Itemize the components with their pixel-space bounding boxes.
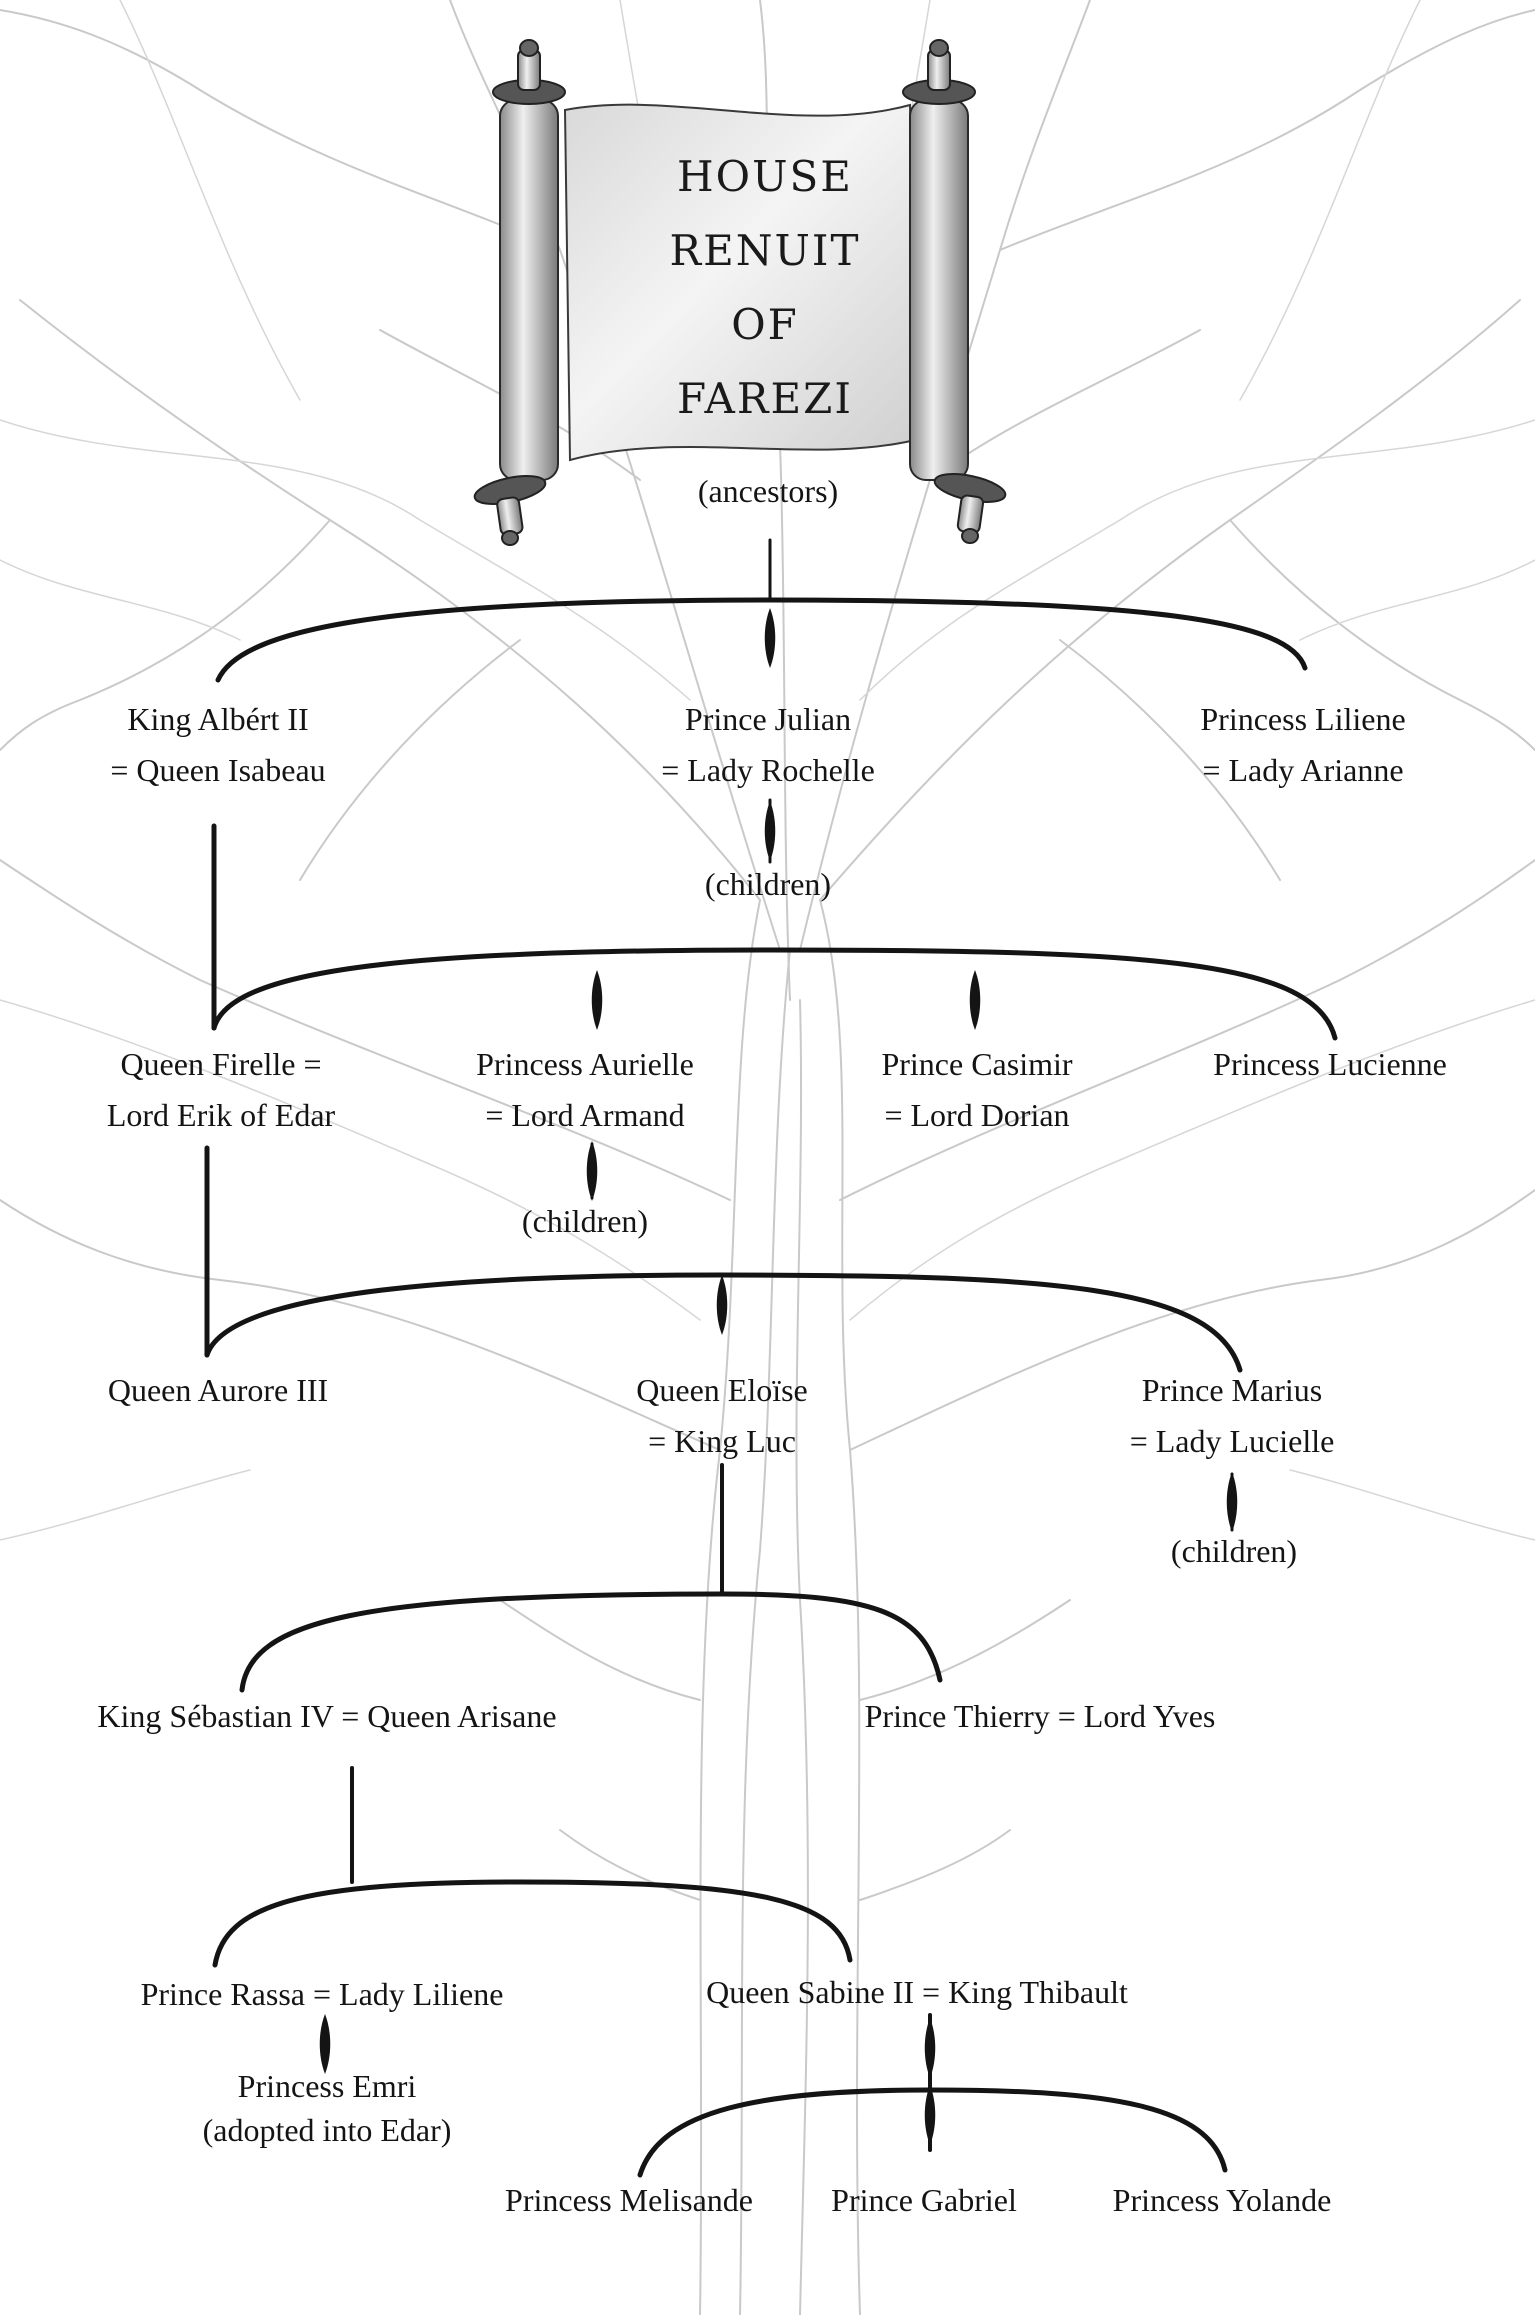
node-prince-casimir-line-2: = Lord Dorian bbox=[884, 1097, 1070, 1133]
node-princess-liliene-line-2: = Lady Arianne bbox=[1202, 752, 1404, 788]
node-queen-firelle-line-2: Lord Erik of Edar bbox=[106, 1097, 336, 1133]
node-princess-yolande: Princess Yolande bbox=[1113, 2175, 1332, 2226]
node-prince-casimir-line-1: Prince Casimir bbox=[881, 1046, 1073, 1082]
node-princess-melisande-line-1: Princess Melisande bbox=[505, 2182, 753, 2218]
title-line-1: HOUSE bbox=[677, 152, 853, 201]
node-prince-gabriel-line-1: Prince Gabriel bbox=[831, 2182, 1017, 2218]
node-queen-aurore: Queen Aurore III bbox=[108, 1365, 328, 1416]
title-line-2: RENUIT bbox=[669, 226, 861, 275]
node-julian-children: (children) bbox=[705, 859, 831, 910]
bracket-gen4 bbox=[239, 1591, 943, 1693]
node-ancestors: (ancestors) bbox=[698, 466, 838, 517]
node-prince-rassa-line-1: Prince Rassa = Lady Liliene bbox=[140, 1976, 504, 2012]
node-prince-casimir: Prince Casimir = Lord Dorian bbox=[881, 1039, 1072, 1141]
node-prince-marius-line-2: = Lady Lucielle bbox=[1129, 1423, 1335, 1459]
node-ancestors-line-1: (ancestors) bbox=[697, 473, 839, 509]
node-marius-children: (children) bbox=[1171, 1526, 1297, 1577]
node-princess-emri-line-1: Princess Emri bbox=[237, 2068, 417, 2104]
node-princess-lucienne: Princess Lucienne bbox=[1213, 1039, 1447, 1090]
node-prince-thierry-line-1: Prince Thierry = Lord Yves bbox=[864, 1698, 1216, 1734]
bracket-gen3 bbox=[204, 1272, 1243, 1373]
node-princess-aurielle-line-2: = Lord Armand bbox=[485, 1097, 685, 1133]
node-queen-firelle-line-1: Queen Firelle = bbox=[120, 1046, 322, 1082]
node-prince-gabriel: Prince Gabriel bbox=[831, 2175, 1017, 2226]
bracket-gen2 bbox=[211, 947, 1338, 1041]
node-princess-yolande-line-1: Princess Yolande bbox=[1112, 2182, 1332, 2218]
node-prince-julian-line-2: = Lady Rochelle bbox=[661, 752, 875, 788]
title-line-4: FAREZI bbox=[677, 374, 853, 423]
node-queen-eloise: Queen Eloïse = King Luc bbox=[636, 1365, 808, 1467]
node-princess-emri: Princess Emri (adopted into Edar) bbox=[203, 2064, 452, 2152]
node-princess-liliene: Princess Liliene = Lady Arianne bbox=[1200, 694, 1405, 796]
scroll-title: HOUSE RENUIT OF FAREZI bbox=[645, 140, 885, 436]
node-queen-sabine: Queen Sabine II = King Thibault bbox=[706, 1967, 1128, 2018]
node-princess-melisande: Princess Melisande bbox=[505, 2175, 753, 2226]
left-scroll-roll bbox=[473, 39, 566, 546]
node-prince-marius: Prince Marius = Lady Lucielle bbox=[1130, 1365, 1335, 1467]
node-princess-aurielle-line-1: Princess Aurielle bbox=[476, 1046, 694, 1082]
node-marius-children-line-1: (children) bbox=[1170, 1533, 1298, 1569]
node-king-albert: King Albért II = Queen Isabeau bbox=[110, 694, 325, 796]
node-julian-children-line-1: (children) bbox=[704, 866, 832, 902]
node-princess-aurielle: Princess Aurielle = Lord Armand bbox=[476, 1039, 694, 1141]
node-king-sebastian: King Sébastian IV = Queen Arisane bbox=[97, 1691, 556, 1742]
node-prince-rassa: Prince Rassa = Lady Liliene bbox=[141, 1969, 504, 2020]
node-queen-firelle: Queen Firelle = Lord Erik of Edar bbox=[107, 1039, 335, 1141]
right-scroll-roll bbox=[902, 39, 1007, 544]
node-king-sebastian-line-1: King Sébastian IV = Queen Arisane bbox=[97, 1698, 557, 1734]
node-aurielle-children-line-1: (children) bbox=[521, 1203, 649, 1239]
scroll-banner bbox=[473, 39, 1007, 546]
node-princess-liliene-line-1: Princess Liliene bbox=[1200, 701, 1406, 737]
bracket-gen1 bbox=[215, 597, 1308, 683]
node-queen-eloise-line-1: Queen Eloïse bbox=[636, 1372, 808, 1408]
node-prince-marius-line-1: Prince Marius bbox=[1141, 1372, 1323, 1408]
node-prince-julian: Prince Julian = Lady Rochelle bbox=[661, 694, 875, 796]
node-king-albert-line-1: King Albért II bbox=[127, 701, 309, 737]
node-princess-lucienne-line-1: Princess Lucienne bbox=[1213, 1046, 1447, 1082]
node-aurielle-children: (children) bbox=[522, 1196, 648, 1247]
node-king-albert-line-2: = Queen Isabeau bbox=[110, 752, 326, 788]
node-prince-thierry: Prince Thierry = Lord Yves bbox=[865, 1691, 1216, 1742]
node-queen-sabine-line-1: Queen Sabine II = King Thibault bbox=[706, 1974, 1128, 2010]
title-line-3: OF bbox=[731, 300, 799, 349]
bracket-gen5 bbox=[212, 1879, 853, 1968]
node-queen-eloise-line-2: = King Luc bbox=[648, 1423, 796, 1459]
node-princess-emri-line-2: (adopted into Edar) bbox=[202, 2112, 452, 2148]
node-prince-julian-line-1: Prince Julian bbox=[684, 701, 852, 737]
node-queen-aurore-line-1: Queen Aurore III bbox=[107, 1372, 329, 1408]
